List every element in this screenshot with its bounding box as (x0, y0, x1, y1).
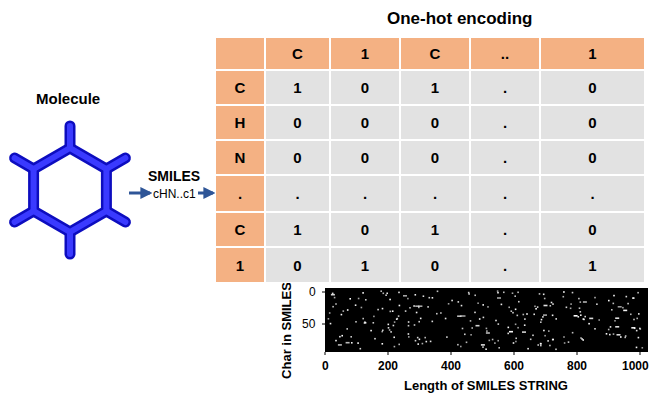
table-cell: N (215, 140, 265, 175)
molecule-drawing (15, 126, 126, 254)
one-hot-dots (328, 290, 643, 350)
table-cell: . (470, 175, 540, 212)
table-cell: . (215, 175, 265, 212)
axis-ticks (322, 292, 640, 355)
arrow (198, 192, 213, 195)
table-cell: 1 (265, 212, 330, 247)
table-cell: 1 (400, 70, 470, 105)
table-cell: 0 (400, 247, 470, 283)
table-cell: 0 (400, 140, 470, 175)
table-cell: 1 (330, 247, 400, 283)
table-cell: 0 (400, 105, 470, 140)
tick-label: 50 (302, 318, 315, 330)
table-cell: H (215, 105, 265, 140)
caption-label: Molecule (36, 91, 100, 106)
caption-label: SMILES (148, 169, 200, 183)
table-cell: 1 (265, 70, 330, 105)
table-cell: . (540, 175, 645, 212)
table-cell: 1 (400, 212, 470, 247)
table-cell: 0 (330, 70, 400, 105)
table-cell: 0 (540, 105, 645, 140)
table-cell: . (470, 105, 540, 140)
table-cell: 0 (540, 140, 645, 175)
table-cell: . (470, 70, 540, 105)
one-hot-image (325, 288, 648, 352)
axis-label: Char in SMILES (280, 282, 293, 379)
table-cell: C (400, 37, 470, 70)
table-cell: .. (470, 37, 540, 70)
table-cell: C (265, 37, 330, 70)
table-cell: . (470, 247, 540, 283)
table-cell: C (215, 212, 265, 247)
table-cell: 0 (540, 212, 645, 247)
table-cell: 0 (265, 105, 330, 140)
tick-label: 200 (378, 360, 398, 372)
table-cell: 1 (540, 247, 645, 283)
tick-label: 1000 (622, 360, 649, 372)
tick-label: 400 (441, 360, 461, 372)
smiles-string: cHN..c1 (153, 188, 196, 200)
table-cell: 1 (215, 247, 265, 283)
table-corner (215, 37, 265, 70)
table-cell: 0 (265, 247, 330, 283)
table-cell: 0 (330, 105, 400, 140)
table-cell: . (470, 140, 540, 175)
table-cell: . (470, 212, 540, 247)
table-cell: . (400, 175, 470, 212)
table-cell: . (330, 175, 400, 212)
title: One-hot encoding (387, 10, 532, 27)
table-cell: 0 (330, 212, 400, 247)
tick-label: 800 (567, 360, 587, 372)
table-cell: 1 (330, 37, 400, 70)
arrow (129, 192, 150, 195)
table-cell: C (215, 70, 265, 105)
table-cell: 0 (265, 140, 330, 175)
tick-label: 600 (504, 360, 524, 372)
table-cell: 1 (540, 37, 645, 70)
table-cell: 0 (330, 140, 400, 175)
axis-label: Length of SMILES STRING (404, 379, 568, 392)
table-cell: . (265, 175, 330, 212)
tick-label: 0 (309, 286, 316, 298)
tick-label: 0 (322, 360, 329, 372)
table-cell: 0 (540, 70, 645, 105)
